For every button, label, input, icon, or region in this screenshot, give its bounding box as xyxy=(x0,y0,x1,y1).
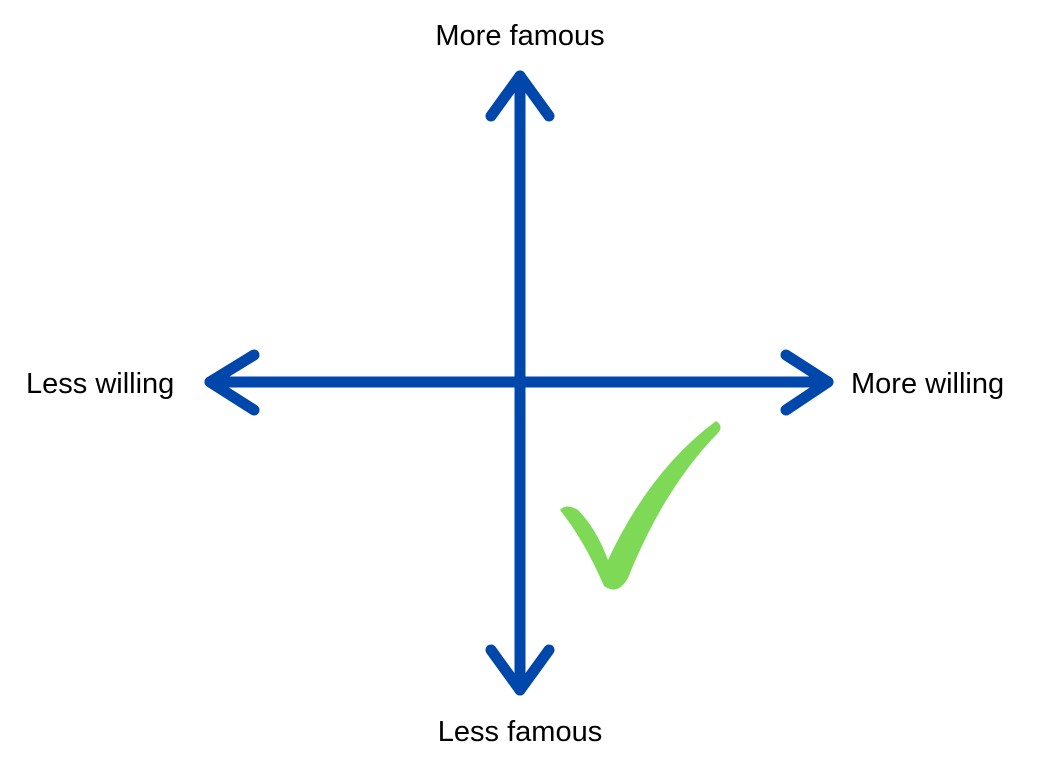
arrow-left-icon xyxy=(204,349,260,416)
arrow-down-icon xyxy=(485,644,555,696)
arrow-up-icon xyxy=(485,70,555,122)
axis-label-bottom: Less famous xyxy=(437,716,603,748)
arrow-right-icon xyxy=(780,349,834,416)
axis-label-right: More willing xyxy=(851,368,1005,400)
axis-label-left: Less willing xyxy=(26,368,175,400)
axes xyxy=(204,70,834,696)
checkmark-icon xyxy=(560,421,721,590)
axis-label-top: More famous xyxy=(435,20,605,52)
